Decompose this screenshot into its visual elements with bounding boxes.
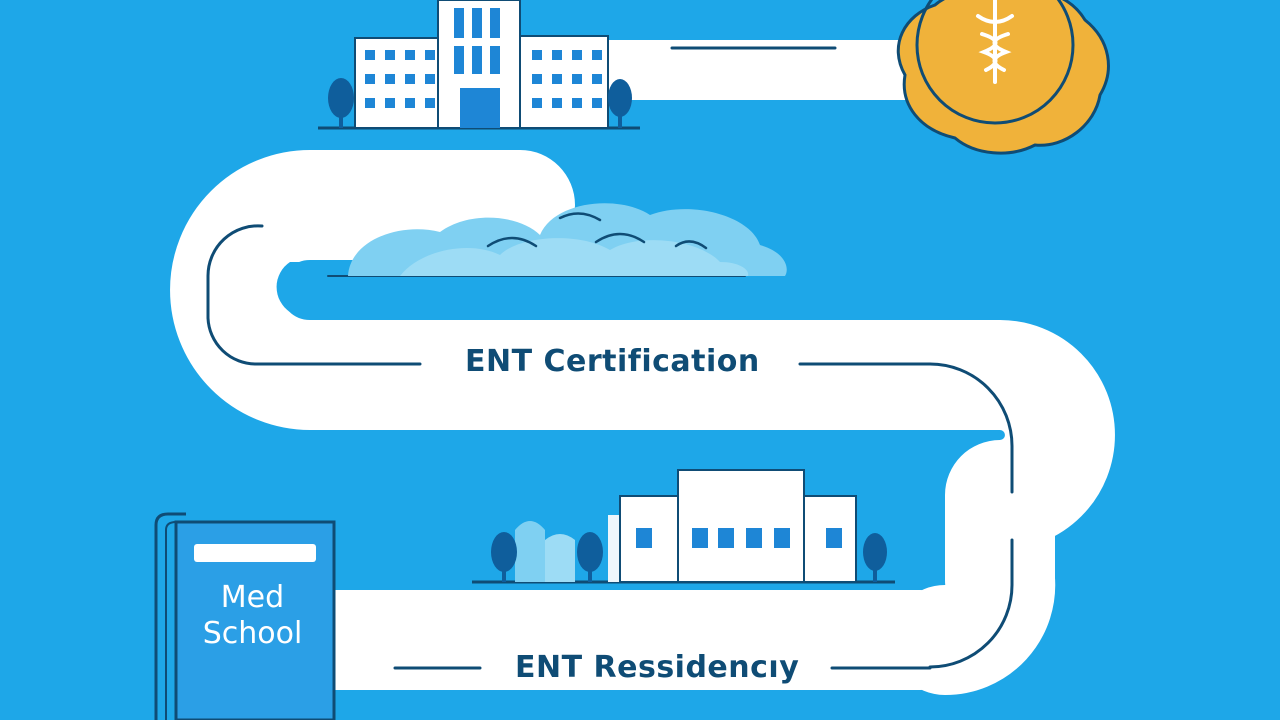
road-top-segment — [560, 40, 940, 100]
lane-line-left-curve — [206, 224, 422, 366]
book-title-line-2: School — [202, 616, 303, 651]
lane-line-right-curve — [928, 362, 1014, 494]
book-title: Med School — [165, 580, 340, 652]
lane-line-lower-curve — [928, 538, 1014, 669]
road-winding-segment — [170, 150, 1115, 696]
hospital-building-icon — [318, 0, 640, 130]
caduceus-seal-icon — [896, 0, 1110, 155]
certification-label: ENT Certification — [465, 344, 760, 379]
residency-label: ENT Ressidencıy — [515, 650, 800, 685]
clinic-building-icon — [472, 469, 895, 584]
cloud-icon — [348, 203, 787, 276]
med-school-book-icon — [154, 512, 336, 720]
book-title-line-1: Med — [220, 580, 285, 615]
